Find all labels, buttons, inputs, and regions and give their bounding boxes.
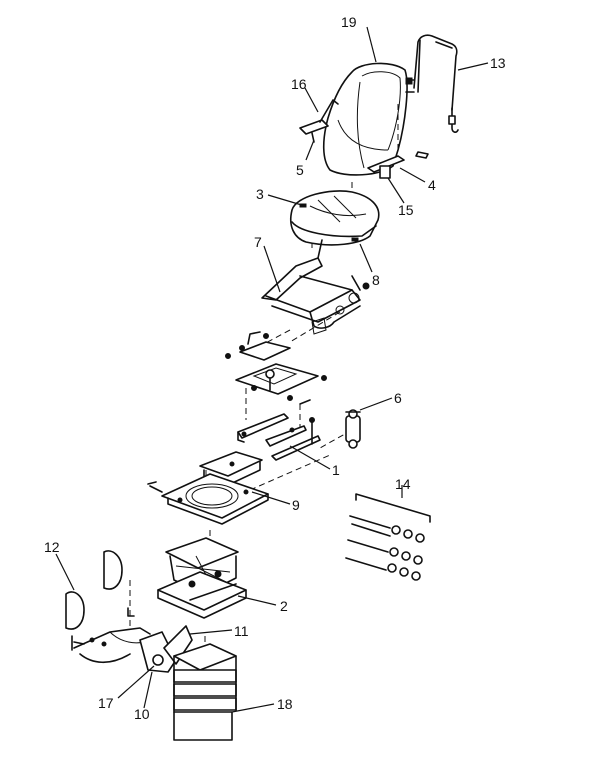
suspension-unit — [157, 537, 247, 619]
callout-19: 19 — [341, 14, 357, 30]
callout-14: 14 — [395, 476, 411, 492]
callout-15: 15 — [398, 202, 414, 218]
rear-handle — [405, 34, 459, 133]
callout-2: 2 — [280, 598, 288, 614]
callout-7: 7 — [254, 234, 262, 250]
seat-back — [322, 62, 408, 176]
left-armrest — [299, 99, 339, 143]
bolt-kit — [345, 493, 431, 581]
seat-pan-frame — [261, 239, 370, 335]
callout-17: 17 — [98, 695, 114, 711]
callout-13: 13 — [490, 55, 506, 71]
callout-9: 9 — [292, 497, 300, 513]
right-armrest — [367, 151, 429, 179]
seat-cushion — [290, 190, 380, 246]
control-linkage — [71, 607, 193, 673]
callout-16: 16 — [291, 76, 307, 92]
callout-1: 1 — [332, 462, 340, 478]
damper — [345, 409, 361, 449]
callout-8: 8 — [372, 272, 380, 288]
leader-lines — [55, 26, 489, 713]
slide-rail-middle — [235, 363, 327, 405]
bellows-skirt — [173, 643, 237, 741]
callout-4: 4 — [428, 177, 436, 193]
lever-covers — [65, 550, 123, 630]
callout-3: 3 — [256, 186, 264, 202]
callout-12: 12 — [44, 539, 60, 555]
slide-rail-upper — [225, 331, 291, 361]
callout-labels: 19 13 16 5 4 15 3 7 8 6 1 9 14 12 2 11 1… — [44, 14, 506, 722]
callout-10: 10 — [134, 706, 150, 722]
adjust-lever — [265, 417, 321, 461]
callout-18: 18 — [277, 696, 293, 712]
callout-11: 11 — [234, 623, 249, 639]
swivel-plate — [147, 451, 269, 525]
callout-5: 5 — [296, 162, 304, 178]
callout-6: 6 — [394, 390, 402, 406]
slide-rail-lower — [237, 413, 289, 443]
